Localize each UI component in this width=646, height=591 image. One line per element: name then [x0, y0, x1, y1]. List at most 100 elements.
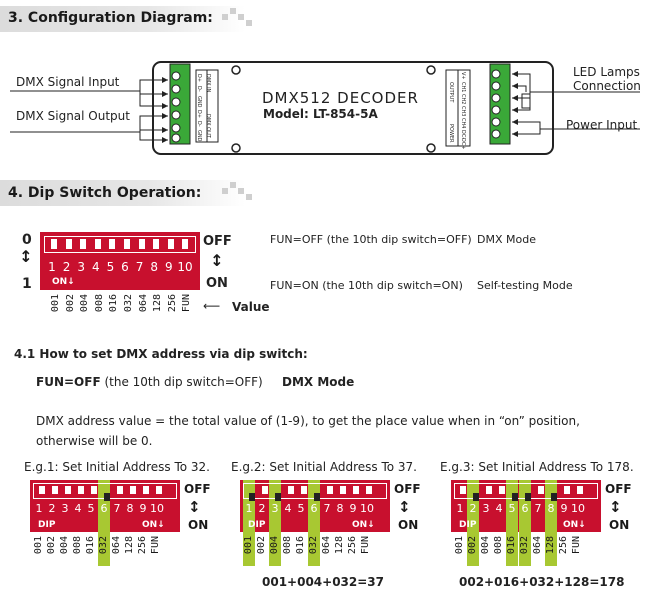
dip-toggle-9 [167, 239, 174, 249]
section41-title: 4.1 How to set DMX address via dip switc… [14, 347, 308, 361]
left-pin-2: D- [196, 86, 202, 92]
dip-number-3: 3 [271, 502, 279, 515]
dip-on-label: ON [206, 276, 228, 291]
dip-number-2: 2 [258, 502, 266, 515]
configuration-diagram [10, 61, 640, 155]
dip-toggle-2 [262, 486, 268, 494]
dip-number-8: 8 [547, 502, 555, 515]
power-pin-dcminus: DC- [460, 130, 466, 140]
dip-value-256: 256 [347, 536, 358, 555]
example-3-title: E.g.3: Set Initial Address To 178. [440, 460, 634, 474]
dmx-input-label: DMX Signal Input [16, 75, 120, 89]
dip-number-3: 3 [61, 502, 69, 515]
dip-toggle-3 [80, 239, 87, 249]
updown-arrow-icon: ↕ [210, 251, 224, 270]
dip-toggle-6 [104, 493, 110, 501]
dip-value-FUN: FUN [571, 536, 582, 555]
dip-toggle-5 [109, 239, 116, 249]
dip-value-064: 064 [321, 536, 332, 555]
value-label: Value [232, 300, 270, 314]
dip-number-4: 4 [284, 502, 292, 515]
dip-number-5: 5 [106, 260, 115, 274]
dip-number-4: 4 [74, 502, 82, 515]
dip-value-002: 002 [467, 536, 478, 555]
dip-toggle-9 [143, 486, 149, 494]
dip-value-FUN: FUN [150, 536, 161, 555]
dip-value-002: 002 [64, 294, 76, 313]
dip-toggle-6 [525, 493, 531, 501]
dip-toggle-3 [65, 486, 71, 494]
fun-off-mode: DMX Mode [477, 233, 536, 246]
dip-toggle-5 [301, 486, 307, 494]
dip-number-1: 1 [48, 260, 56, 274]
dip-value-FUN: FUN [181, 294, 193, 313]
section3-banner [0, 6, 245, 32]
left-pin-4: D+ [196, 110, 202, 119]
dip-number-5: 5 [87, 502, 95, 515]
dip-value-004: 004 [269, 536, 280, 555]
dip-number-7: 7 [323, 502, 331, 515]
dip-number-5: 5 [508, 502, 516, 515]
dip-number-2: 2 [469, 502, 477, 515]
dip-number-6: 6 [121, 260, 129, 274]
description-line-2: otherwise will be 0. [36, 434, 153, 448]
dip-number-2: 2 [62, 260, 71, 274]
dip-number-4: 4 [91, 260, 100, 274]
example-off-label: OFF [605, 482, 632, 496]
output-pin-v: V+ [460, 72, 466, 80]
dip-one-label: 1 [22, 276, 32, 292]
dip-number-9: 9 [139, 502, 147, 515]
example-off-label: OFF [184, 482, 211, 496]
output-pin-ch4: CH4 [460, 118, 466, 129]
dip-value-004: 004 [79, 294, 91, 313]
dip-toggle-8 [153, 239, 160, 249]
dip-number-3: 3 [482, 502, 490, 515]
dip-toggle-2 [473, 493, 479, 501]
dip-number-8: 8 [126, 502, 134, 515]
dip-value-064: 064 [137, 294, 149, 313]
value-arrow-icon: ⟵ [203, 299, 221, 313]
fun-on-text: FUN=ON (the 10th dip switch=ON) [270, 279, 463, 292]
dip-value-128: 128 [124, 536, 135, 555]
dip-number-4: 4 [495, 502, 503, 515]
updown-arrow-icon: ↕ [188, 498, 201, 516]
dip-toggle-9 [353, 486, 359, 494]
dip-value-008: 008 [282, 536, 293, 555]
dip-number-9: 9 [164, 260, 173, 274]
dip-number-6: 6 [310, 502, 318, 515]
dip-off-label: OFF [203, 234, 232, 249]
fun-off-line: FUN=OFF (the 10th dip switch=OFF) [36, 375, 263, 389]
dip-toggle-5 [512, 493, 518, 501]
dip-toggle-2 [52, 486, 58, 494]
dip-toggle-10 [577, 486, 583, 494]
dip-number-6: 6 [521, 502, 529, 515]
output-block-label: OUTPUT [448, 82, 454, 103]
example-1-title: E.g.1: Set Initial Address To 32. [24, 460, 210, 474]
device-model: Model: LT-854-5A [263, 107, 378, 121]
dip-toggle-2 [65, 239, 72, 249]
dip-number-9: 9 [349, 502, 357, 515]
dip-on-mark: ON↓ [563, 520, 586, 530]
dmx-mode-label: DMX Mode [282, 375, 355, 389]
dip-value-001: 001 [243, 536, 254, 555]
dip-on-mark: ON↓ [52, 277, 75, 287]
dip-slot-row [44, 236, 196, 253]
updown-arrow-icon: ↕ [398, 498, 411, 516]
dip-toggle-3 [275, 493, 281, 501]
dip-value-256: 256 [558, 536, 569, 555]
fun-off-rest: (the 10th dip switch=OFF) [100, 375, 263, 389]
dip-number-7: 7 [135, 260, 144, 274]
dip-toggle-4 [94, 239, 101, 249]
dip-value-008: 008 [93, 294, 105, 313]
dip-number-10: 10 [150, 502, 164, 515]
output-pin-ch3: CH3 [460, 106, 466, 117]
dip-slot-row [33, 483, 177, 501]
dip-label: DIP [459, 520, 477, 530]
dip-toggle-1 [249, 493, 255, 501]
dip-value-001: 001 [33, 536, 44, 555]
dip-number-10: 10 [360, 502, 374, 515]
dip-value-064: 064 [532, 536, 543, 555]
dip-number-8: 8 [150, 260, 158, 274]
dip-slot-row [454, 483, 598, 501]
